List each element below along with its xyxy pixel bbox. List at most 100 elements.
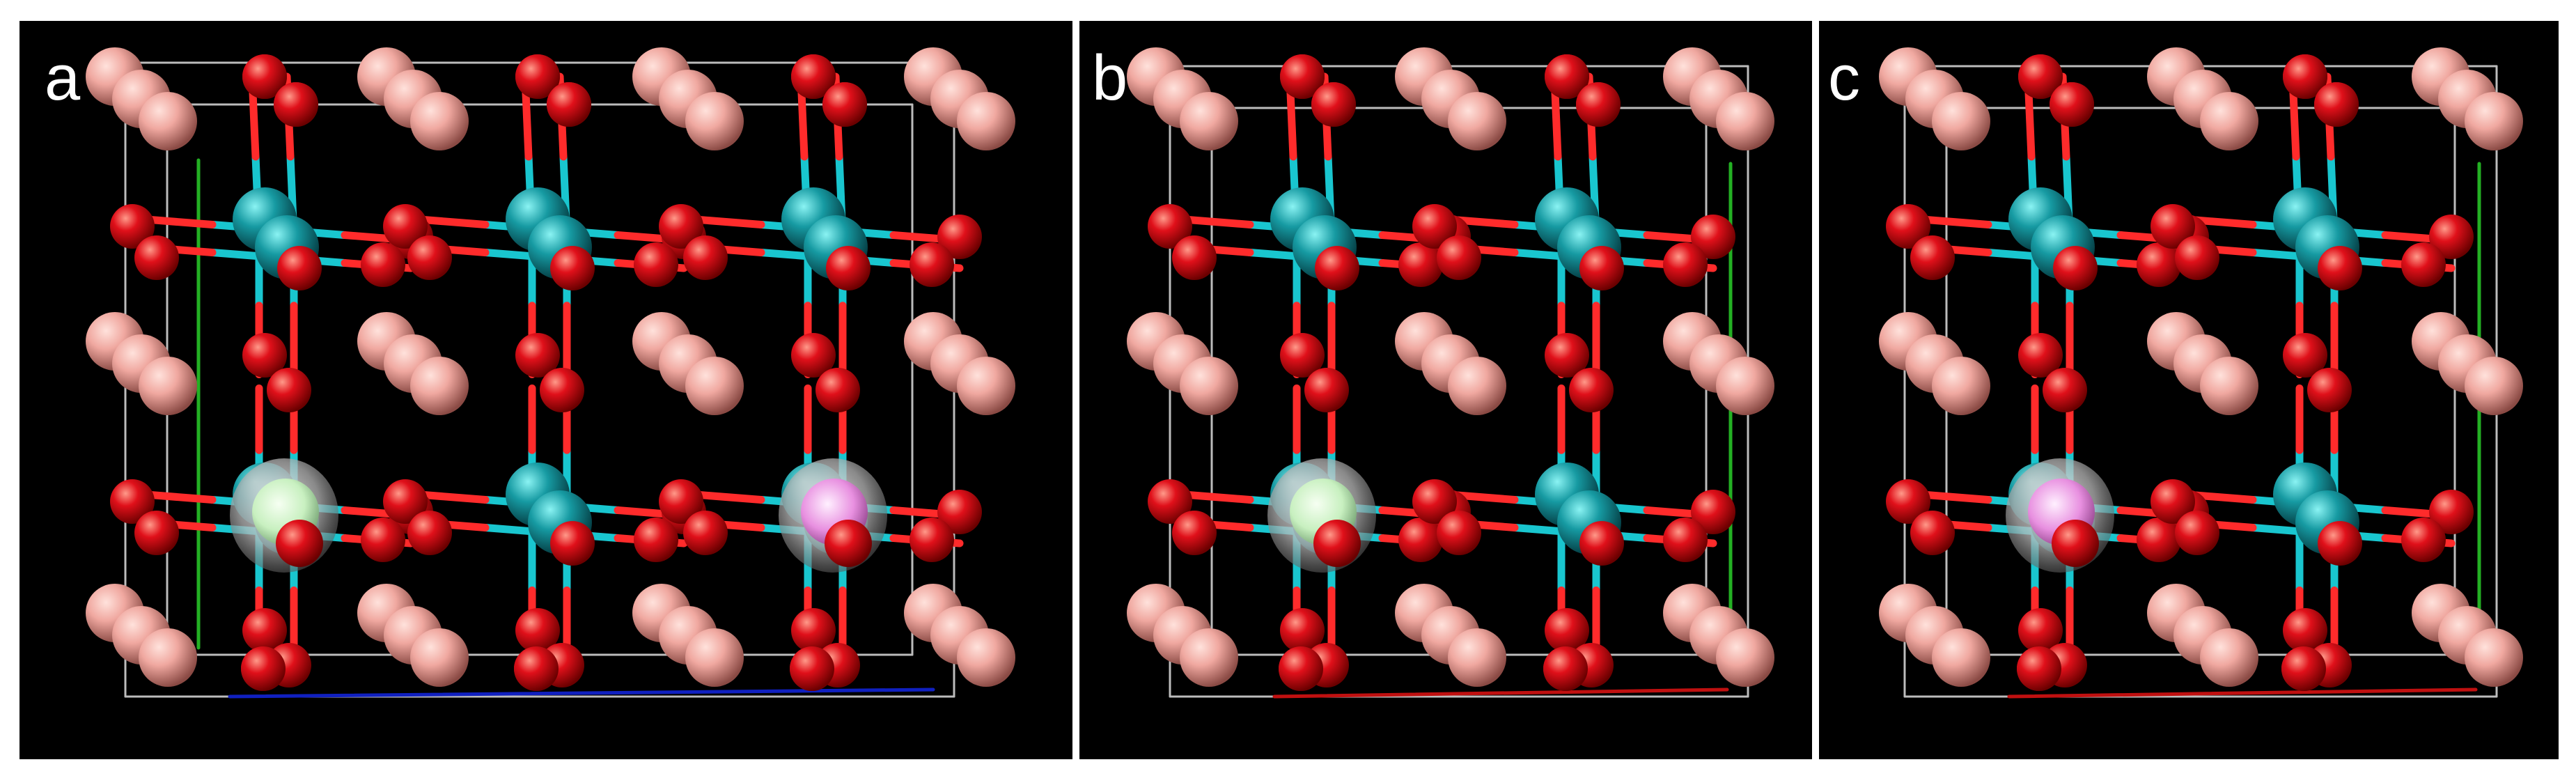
oxygen-atom: [361, 518, 405, 562]
oxygen-atom: [242, 333, 287, 378]
oxygen-atom: [910, 518, 954, 562]
oxygen-atom: [242, 54, 287, 99]
a-site-cation: [1716, 92, 1774, 150]
oxygen-atom: [361, 242, 405, 287]
oxygen-atom: [1691, 215, 1735, 259]
a-site-cation: [139, 92, 197, 150]
oxygen-atom: [1280, 54, 1325, 99]
oxygen-atom: [937, 215, 982, 259]
a-site-cation: [957, 628, 1015, 687]
a-site-cation: [685, 92, 744, 150]
oxygen-atom: [514, 646, 559, 691]
oxygen-atom: [1398, 242, 1443, 287]
a-site-cation: [957, 357, 1015, 415]
oxygen-atom: [1576, 82, 1621, 127]
oxygen-atom: [2137, 518, 2181, 562]
oxygen-atom: [1545, 54, 1589, 99]
a-site-cation: [2465, 92, 2523, 150]
oxygen-atom: [1148, 204, 1192, 249]
bond-horizontal-oxygen-half: [1918, 490, 1992, 504]
a-site-cation: [139, 628, 197, 687]
oxygen-atom: [2318, 521, 2362, 566]
oxygen-atom: [2017, 646, 2061, 691]
oxygen-atom: [1437, 235, 1481, 280]
oxygen-atom: [1280, 333, 1325, 378]
axis-blue: [228, 688, 935, 699]
bond-horizontal-oxygen-half: [415, 215, 490, 228]
oxygen-atom: [277, 246, 322, 290]
oxygen-atom: [1313, 520, 1361, 567]
oxygen-atom: [134, 235, 179, 280]
oxygen-atom: [1304, 368, 1349, 412]
oxygen-atom: [2283, 54, 2327, 99]
oxygen-atom: [634, 242, 678, 287]
oxygen-atom: [815, 368, 860, 412]
oxygen-atom: [540, 368, 584, 412]
oxygen-atom: [2283, 608, 2327, 653]
oxygen-atom: [634, 518, 678, 562]
oxygen-atom: [1172, 235, 1217, 280]
a-site-cation: [1716, 628, 1774, 687]
oxygen-atom: [791, 333, 836, 378]
a-site-cation: [1448, 92, 1506, 150]
oxygen-atom: [2018, 608, 2063, 653]
panel-label-b: b: [1092, 42, 1128, 114]
oxygen-atom: [1579, 521, 1624, 566]
oxygen-atom: [2043, 368, 2087, 412]
oxygen-atom: [1148, 479, 1192, 524]
oxygen-atom: [826, 246, 871, 290]
a-site-cation: [139, 357, 197, 415]
oxygen-atom: [1910, 235, 1955, 280]
a-site-cation: [685, 357, 744, 415]
oxygen-atom: [1280, 608, 1325, 653]
bond-horizontal-oxygen-half: [691, 490, 765, 504]
panel-label-c: c: [1828, 42, 1860, 114]
a-site-cation: [1448, 628, 1506, 687]
a-site-cation: [410, 357, 469, 415]
oxygen-atom: [1663, 242, 1708, 287]
oxygen-atom: [134, 511, 179, 555]
oxygen-atom: [659, 204, 703, 249]
oxygen-atom: [2150, 204, 2195, 249]
panel-label-a: a: [45, 42, 81, 114]
oxygen-atom: [1437, 511, 1481, 555]
oxygen-atom: [2018, 54, 2063, 99]
oxygen-atom: [2175, 511, 2219, 555]
a-site-cation: [2200, 357, 2258, 415]
oxygen-atom: [407, 235, 452, 280]
oxygen-atom: [1279, 646, 1323, 691]
bond-horizontal-oxygen-half: [142, 490, 217, 504]
a-site-cation: [685, 628, 744, 687]
oxygen-atom: [267, 368, 311, 412]
oxygen-atom: [2281, 646, 2326, 691]
oxygen-atom: [1910, 511, 1955, 555]
oxygen-atom: [790, 646, 834, 691]
oxygen-atom: [2053, 246, 2098, 290]
oxygen-atom: [2429, 490, 2474, 534]
oxygen-atom: [1663, 518, 1708, 562]
oxygen-atom: [1412, 479, 1457, 524]
bond-horizontal-oxygen-half: [1918, 215, 1992, 228]
oxygen-atom: [1172, 511, 1217, 555]
bond-horizontal-oxygen-half: [415, 490, 490, 504]
oxygen-atom: [1315, 246, 1359, 290]
oxygen-atom: [515, 608, 560, 653]
a-site-cation: [1180, 628, 1238, 687]
a-site-cation: [410, 92, 469, 150]
oxygen-atom: [547, 82, 591, 127]
oxygen-atom: [1545, 608, 1589, 653]
oxygen-atom: [2050, 82, 2094, 127]
oxygen-atom: [1543, 646, 1588, 691]
oxygen-atom: [2283, 333, 2327, 378]
a-site-cation: [1932, 357, 1990, 415]
oxygen-atom: [2150, 479, 2195, 524]
axis-red: [1272, 688, 1729, 699]
oxygen-atom: [2401, 242, 2446, 287]
oxygen-atom: [241, 646, 286, 691]
oxygen-atom: [2175, 235, 2219, 280]
oxygen-atom: [2429, 215, 2474, 259]
oxygen-atom: [1398, 518, 1443, 562]
a-site-cation: [1180, 357, 1238, 415]
oxygen-atom: [910, 242, 954, 287]
